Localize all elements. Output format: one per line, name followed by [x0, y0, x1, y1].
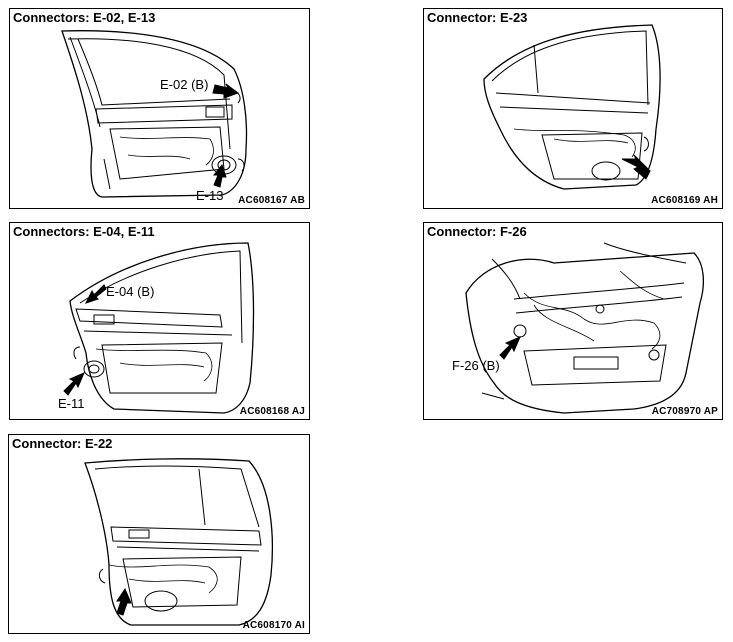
- panel-e02-e13: Connectors: E-02, E-13 E-02 (B) E-13 AC6…: [9, 8, 310, 209]
- panel-e22: Connector: E-22 AC608170 AI: [8, 434, 310, 634]
- figure-code: AC608167 AB: [238, 195, 305, 206]
- arrow-f26: [499, 336, 521, 360]
- front-door-illustration: [61, 30, 248, 198]
- front-door-illustration: [63, 242, 255, 414]
- panel-e04-e11: Connectors: E-04, E-11 E-04 (B) E-11 AC6…: [9, 222, 310, 420]
- arrow-e11: [63, 372, 85, 396]
- panel-title: Connectors: E-04, E-11: [13, 224, 155, 239]
- trunk-lid-illustration: [465, 242, 705, 414]
- arrow-e23: [621, 154, 651, 180]
- arrow-e02: [212, 83, 240, 99]
- figure-code: AC608170 AI: [242, 620, 305, 631]
- panel-f26: Connector: F-26 F-26 (B) AC708970 AP: [423, 222, 723, 420]
- panel-title: Connector: E-23: [427, 10, 528, 25]
- figure-code: AC708970 AP: [651, 406, 718, 417]
- figure-code: AC608168 AJ: [239, 406, 305, 417]
- panel-title: Connector: F-26: [427, 224, 527, 239]
- rear-door-illustration: [483, 24, 661, 190]
- panel-title: Connectors: E-02, E-13: [13, 10, 156, 25]
- arrow-e04: [85, 284, 107, 304]
- arrow-e22: [116, 587, 132, 616]
- panel-title: Connector: E-22: [12, 436, 113, 451]
- panel-e23: Connector: E-23 AC608169 AH: [423, 8, 723, 209]
- arrow-e13: [212, 163, 227, 188]
- figure-code: AC608169 AH: [651, 195, 718, 206]
- rear-door-illustration: [84, 458, 273, 626]
